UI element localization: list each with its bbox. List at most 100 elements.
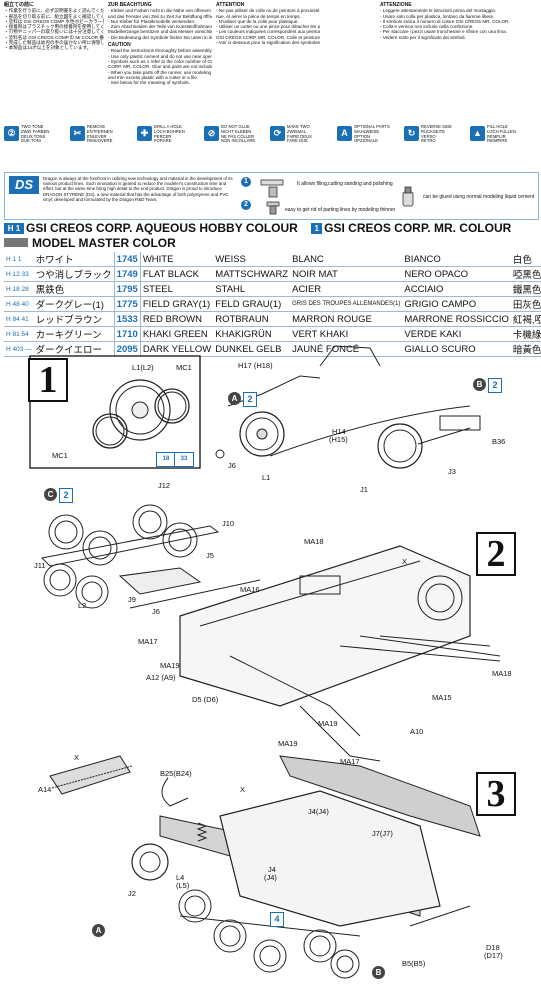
note-line: - Leggere attentamente le istruzioni pri…	[380, 8, 497, 14]
label-MA16: MA16	[240, 585, 260, 594]
symbol-label: LOCH FÜLLEN	[487, 128, 516, 134]
label-J6: J6	[228, 461, 236, 470]
model-master-header: MODEL MASTER COLOR	[4, 236, 537, 250]
two-tone-marker: 2	[59, 488, 73, 503]
colour-it: GRIGIO CAMPO	[402, 296, 511, 312]
note-line: nue, et aérer la pièce de temps en temps…	[216, 13, 301, 19]
symbol-label: FAIRE DEUX	[287, 133, 312, 139]
symbol-label: RIEMPIRE	[487, 138, 508, 144]
model-master-number: 1533	[113, 311, 141, 327]
note-line: ・完成した製品は幼児の手の届かない所に保管してください。	[4, 40, 104, 46]
german-heading: ZUR BEACHTUNG	[108, 2, 152, 8]
symbol-label: REVERSE SIDE	[421, 124, 452, 129]
label-J9: J9	[128, 595, 136, 604]
label-MA18: MA18	[492, 669, 512, 678]
step-2-number: 2	[476, 532, 516, 576]
note-line: - Zum Abschneiden der Teile von Kunststo…	[108, 24, 212, 30]
label-A12: A12 (A9)	[146, 673, 176, 682]
ds-note-thinner: easy to get rid of parting lines by mode…	[285, 207, 396, 213]
ds-step-1-badge: 1	[241, 177, 251, 187]
assembly-diagram: L1(L2) MC1 MC1 H17 (H18) H14 (H15) J6 L1…	[0, 336, 541, 990]
colour-jp: レッドブラウン	[33, 311, 115, 327]
note-line: ・塗料は GSI CREOS COMP 水性ホビーカラーを使用してください。	[4, 18, 104, 24]
note-line: - Ne pas utiliser de colle ou de peintur…	[216, 8, 320, 14]
note-line: - Die Bedeutung der Symbole finden Sie u…	[108, 34, 212, 40]
note-line: ・本製品は14才以上を対象としています。	[4, 45, 92, 51]
colour-fr: JAUNÉ FONCÉ	[290, 341, 403, 357]
no-glue-icon: ⊘	[204, 126, 219, 141]
colour-cn: 暗黃色	[510, 341, 541, 357]
colour-fr: VERT KHAKI	[290, 326, 403, 342]
knife-sanding-illustration	[260, 179, 284, 215]
colour-cn: 田灰色	[510, 296, 541, 312]
label-J3: J3	[448, 467, 456, 476]
italian-notes: ATTENZIONE - Leggere attentamente le ist…	[380, 2, 536, 40]
model-master-number: 1775	[113, 296, 141, 312]
label-X: X	[240, 785, 245, 794]
symbol-label: DRILL A HOLE	[154, 124, 182, 129]
symbol-label: REMPLIR	[487, 133, 506, 139]
colour-cn: 卡機綠色	[510, 326, 541, 342]
model-master-swatch	[4, 238, 28, 247]
symbol-label: NE PAS COLLER	[221, 133, 254, 139]
colour-code: H 48 40	[4, 296, 34, 312]
german-notes: ZUR BEACHTUNG - Kleber und Farben nicht …	[108, 2, 212, 85]
note-line: ・部品を切り取る前に、組立図をよく確認してください。	[4, 13, 104, 19]
colour-en: RED BROWN	[140, 311, 214, 327]
label-MA15: MA15	[432, 693, 452, 702]
aqueous-badge: H 1	[4, 223, 24, 234]
note-line: - Vedere sotto per il significato dei si…	[380, 34, 466, 40]
label-J12: J12	[158, 481, 170, 490]
japanese-heading: 組立ての前に	[4, 2, 35, 8]
colour-de: WEISS	[213, 252, 291, 267]
mr-colour-badge: 1	[311, 223, 323, 234]
colour-de: MATTSCHWARZ	[213, 266, 291, 282]
fill-icon: ▲	[470, 126, 485, 141]
symbol-label: DO NOT GLUE	[221, 124, 250, 129]
note-line: ・刃物やニッパーの取り扱いには十分注意してください。	[4, 29, 104, 35]
paint-code-marker: 18	[156, 452, 176, 467]
french-heading: ATTENTION	[216, 2, 245, 8]
label-H17: H17 (H18)	[238, 361, 273, 370]
japanese-lines: ・作業を行う前に、必ず説明書をよく読んでください。 ・部品を切り取る前に、組立図…	[4, 8, 104, 50]
colour-fr: NOIR MAT	[290, 266, 403, 282]
paint-four-marker: 4	[270, 912, 284, 927]
ds-note-filing: It allows filing,cutting sanding and pol…	[297, 181, 393, 187]
label-L1: L1	[262, 473, 270, 482]
symbol-label: NICHT KLEBEN	[221, 128, 252, 134]
japanese-notes: 組立ての前に ・作業を行う前に、必ず説明書をよく読んでください。 ・部品を切り取…	[4, 2, 104, 51]
label-B5: B5(B5)	[402, 959, 426, 968]
colour-de: FELD GRAU(1)	[213, 296, 291, 312]
optional-b-marker: B	[473, 378, 486, 391]
symbol-label: DUE TONI	[21, 138, 41, 144]
symbol-label: TWO TONE	[21, 124, 44, 129]
colour-it: ACCIAIO	[402, 281, 511, 297]
label-MA19: MA19	[278, 739, 298, 748]
colour-code: H 1 1	[4, 252, 34, 267]
symbol-label: NON INCOLLARE	[221, 138, 256, 144]
label-MC1: MC1	[176, 363, 192, 372]
note-line: ・接着剤はプラスチック用の接着剤を使用してください。	[4, 24, 104, 30]
label-MA17: MA17	[138, 637, 158, 646]
symbol-label: ZWEIMAL	[287, 128, 307, 134]
colour-cn: 鐵黑色	[510, 281, 541, 297]
english-lines: - Read the instructions thoroughly befor…	[108, 48, 212, 85]
label-X: X	[402, 557, 407, 566]
label-D5: D5 (D6)	[192, 695, 219, 704]
note-line: - Use only plastic cement and do not use…	[108, 53, 212, 59]
label-D18: D18	[486, 943, 500, 952]
symbol-label: OPTION	[354, 133, 371, 139]
symbol-label: PERCER	[154, 133, 172, 139]
label-J4: J4(J4)	[308, 807, 329, 816]
note-line: CORP. MR. COLOR. Glue and paint are not …	[108, 64, 212, 70]
colour-fr: MARRON ROUGE	[290, 311, 403, 327]
